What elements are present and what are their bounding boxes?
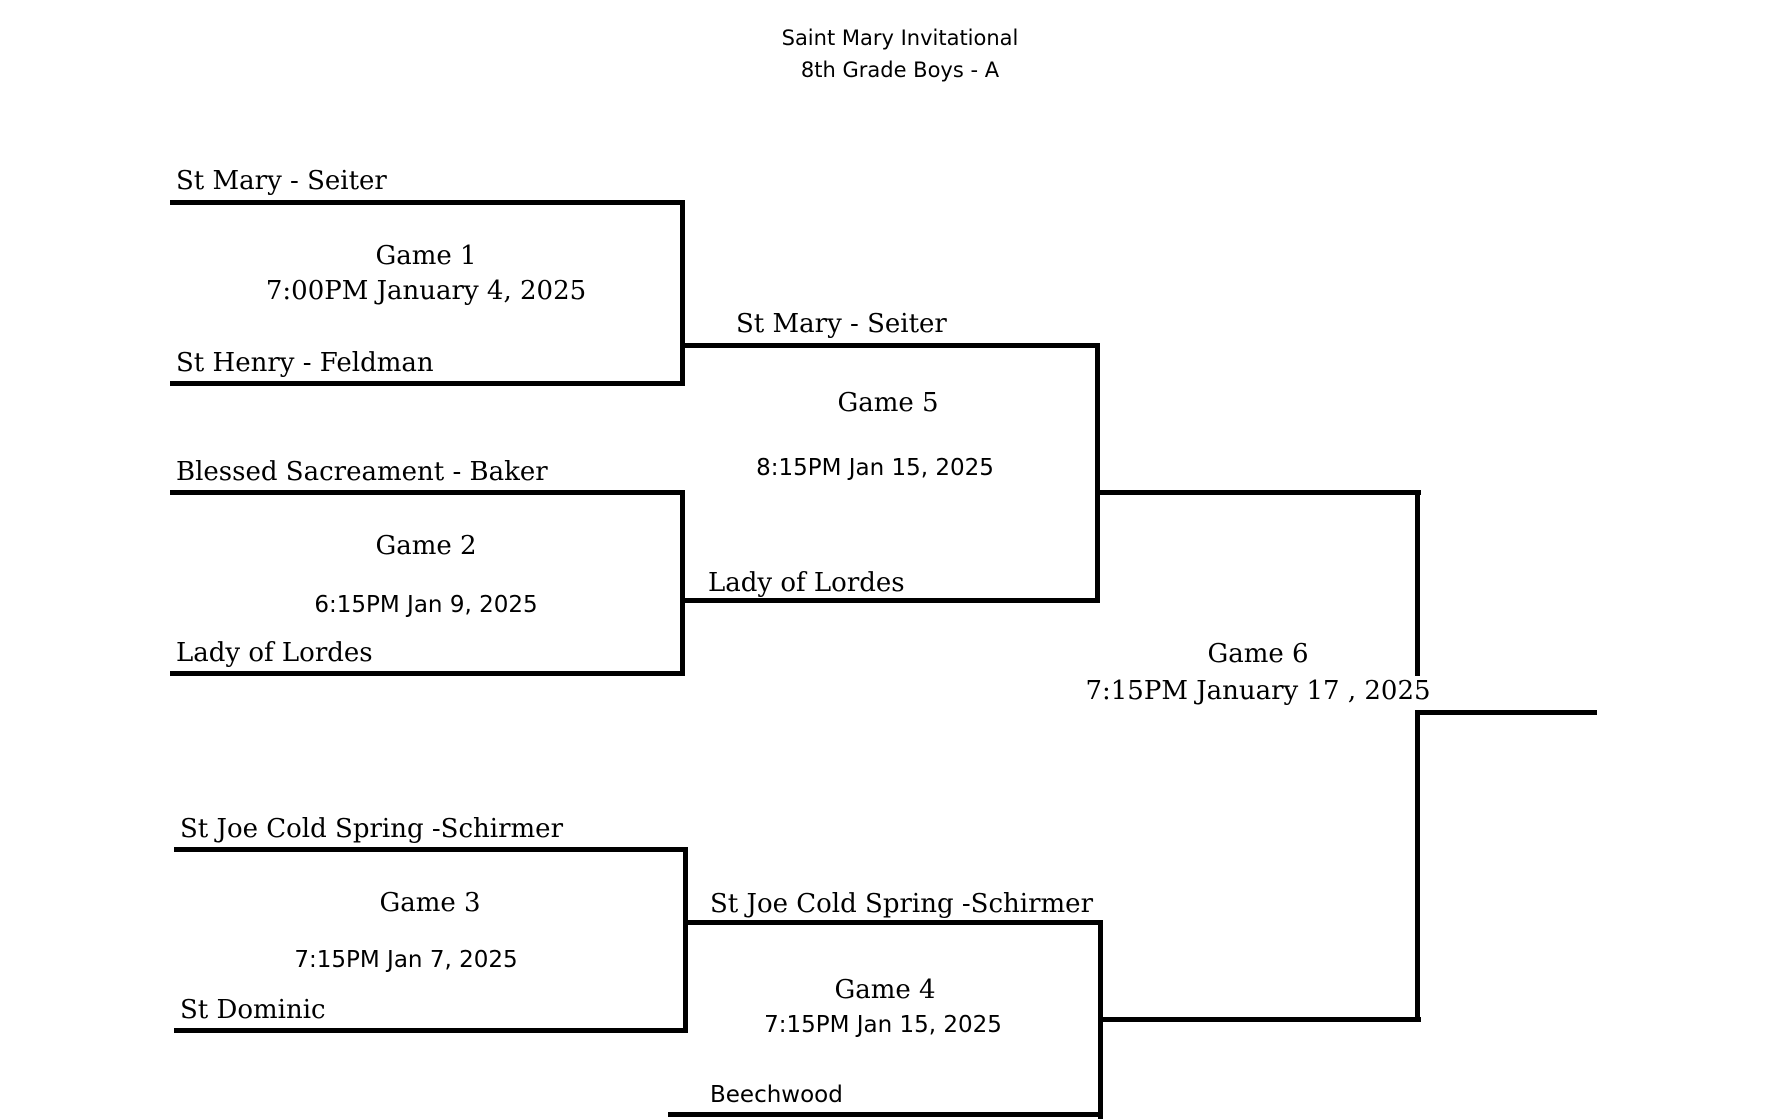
bracket-line-champion [1415, 710, 1597, 715]
game-time: 6:15PM Jan 9, 2025 [314, 592, 538, 618]
bracket-line-g4-top [688, 920, 1103, 925]
bracket-line-g1-join [680, 200, 685, 386]
team-label: St Mary - Seiter [736, 309, 947, 339]
bracket-line-g6-bottom [1100, 1017, 1421, 1022]
bracket-line-g2-top [170, 490, 685, 495]
team-label: St Joe Cold Spring -Schirmer [710, 889, 1093, 919]
bracket-line-g1-bottom [170, 381, 685, 386]
bracket-line-g3-top [174, 847, 688, 852]
bracket-line-g6-top-join [1415, 490, 1420, 676]
bracket-line-g6-top [1097, 490, 1421, 495]
game-time: 7:15PM Jan 7, 2025 [294, 947, 518, 973]
bracket-line-g5-bottom [685, 598, 1100, 603]
game-label: Game 3 [379, 888, 481, 918]
bracket-line-g6-bottom-join [1415, 710, 1420, 1022]
game-label: Game 5 [837, 388, 939, 418]
team-label: Lady of Lordes [708, 568, 905, 598]
game-time: 7:00PM January 4, 2025 [265, 276, 587, 306]
team-label: St Dominic [180, 995, 326, 1025]
bracket-line-g5-join [1095, 343, 1100, 603]
game-time: 7:15PM Jan 15, 2025 [764, 1012, 1002, 1038]
bracket-line-g5-top [685, 343, 1100, 348]
bracket-line-g3-bottom [174, 1028, 688, 1033]
game-time: 7:15PM January 17 , 2025 [1085, 676, 1431, 706]
game-label: Game 2 [375, 531, 477, 561]
game-label: Game 1 [375, 241, 477, 271]
bracket-line-g2-bottom [170, 671, 685, 676]
bracket-title: Saint Mary Invitational [781, 26, 1019, 50]
team-label: Lady of Lordes [176, 638, 373, 668]
game-time: 8:15PM Jan 15, 2025 [756, 455, 994, 481]
bracket-line-g1-top [170, 200, 685, 205]
team-label: St Mary - Seiter [176, 166, 387, 196]
bracket-subtitle: 8th Grade Boys - A [800, 58, 1000, 82]
game-label: Game 4 [834, 975, 936, 1005]
team-label: St Joe Cold Spring -Schirmer [180, 814, 563, 844]
game-label: Game 6 [1207, 639, 1309, 669]
team-label: Blessed Sacreament - Baker [176, 457, 548, 487]
bracket-line-g2-join [680, 490, 685, 676]
team-label: St Henry - Feldman [176, 348, 434, 378]
bracket-line-g3-join [683, 847, 688, 1033]
bracket-line-g4-bottom [668, 1112, 1103, 1117]
team-label: Beechwood [710, 1082, 843, 1108]
